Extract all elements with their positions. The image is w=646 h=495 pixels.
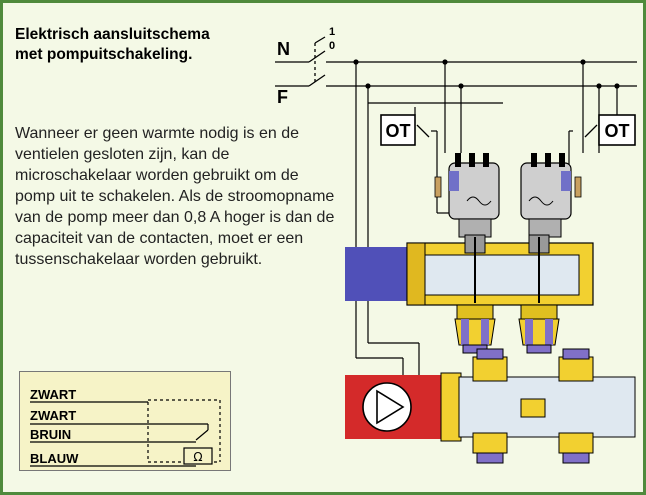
wiring-diagram: N F 1 0: [275, 26, 637, 464]
actuator-left: [434, 153, 500, 238]
legend-wire-1: ZWART: [30, 387, 76, 402]
legend-wire-4: BLAUW: [30, 451, 79, 466]
label-f: F: [277, 87, 288, 107]
pump-icon: [362, 382, 412, 432]
legend-wire-3: BRUIN: [30, 427, 71, 442]
label-n: N: [277, 39, 290, 59]
wire-color-legend: Ω ZWART ZWART BRUIN BLAUW: [19, 371, 231, 471]
actuator-right: [520, 153, 582, 238]
resistor-symbol: Ω: [193, 450, 202, 464]
thermostat-left-label: OT: [386, 121, 411, 141]
supply-outlet-right: [518, 304, 560, 354]
thermostat-left: OT: [380, 114, 430, 146]
thermostat-right-label: OT: [605, 121, 630, 141]
supply-outlet-left: [454, 304, 496, 354]
supply-manifold: [345, 234, 594, 306]
switch-label-on: 1: [329, 26, 335, 38]
legend-wire-2: ZWART: [30, 408, 76, 423]
thermostat-right: OT: [584, 114, 636, 146]
switch-label-off: 0: [329, 40, 335, 52]
diagram-title: Elektrisch aansluitschema met pompuitsch…: [15, 26, 210, 63]
diagram-description: Wanneer er geen warmte nodig is en de ve…: [15, 125, 335, 268]
